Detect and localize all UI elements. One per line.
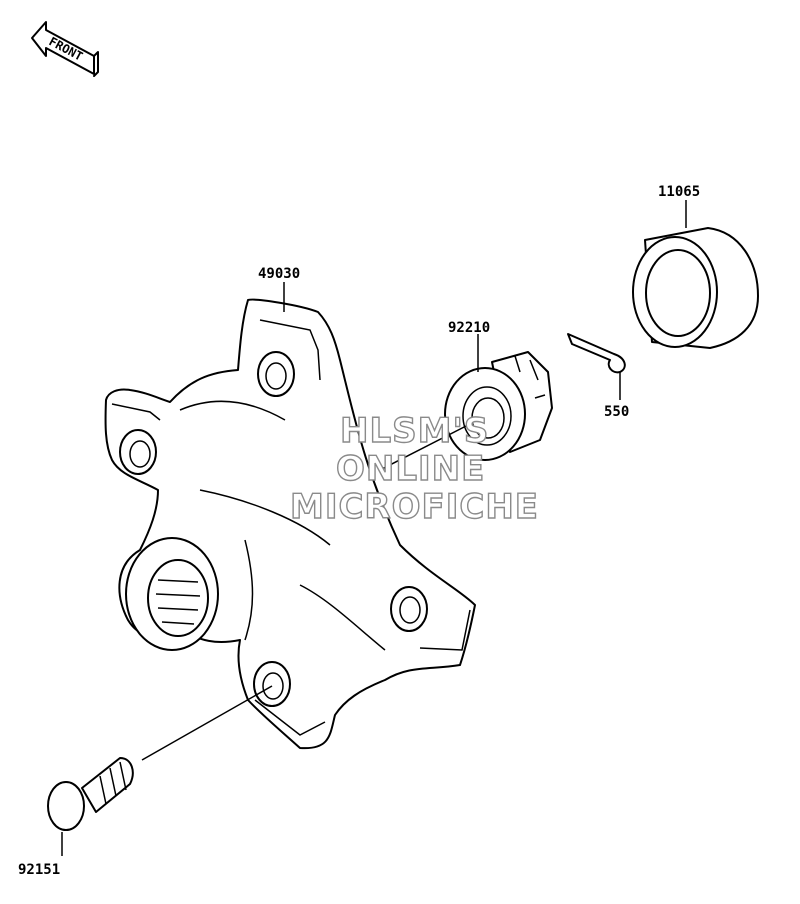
bearing-drawing xyxy=(632,227,759,349)
part-number-11065: 11065 xyxy=(658,184,700,200)
part-number-550: 550 xyxy=(604,404,629,420)
hub-drawing xyxy=(104,298,476,750)
watermark-line-1: HLSM'S xyxy=(340,411,489,451)
cotter-pin-drawing xyxy=(567,333,626,374)
part-number-49030: 49030 xyxy=(258,266,300,282)
castle-nut-drawing xyxy=(444,351,553,461)
watermark: HLSM'S ONLINE MICROFICHE xyxy=(289,410,539,527)
wheel-stud-drawing xyxy=(47,757,134,831)
leader-lines xyxy=(61,200,687,856)
part-number-92151: 92151 xyxy=(18,862,60,878)
watermark-line-3: MICROFICHE xyxy=(290,487,539,527)
watermark-line-2: ONLINE xyxy=(336,449,485,489)
part-number-92210: 92210 xyxy=(448,320,490,336)
front-direction-marker: FRONT xyxy=(31,21,99,77)
